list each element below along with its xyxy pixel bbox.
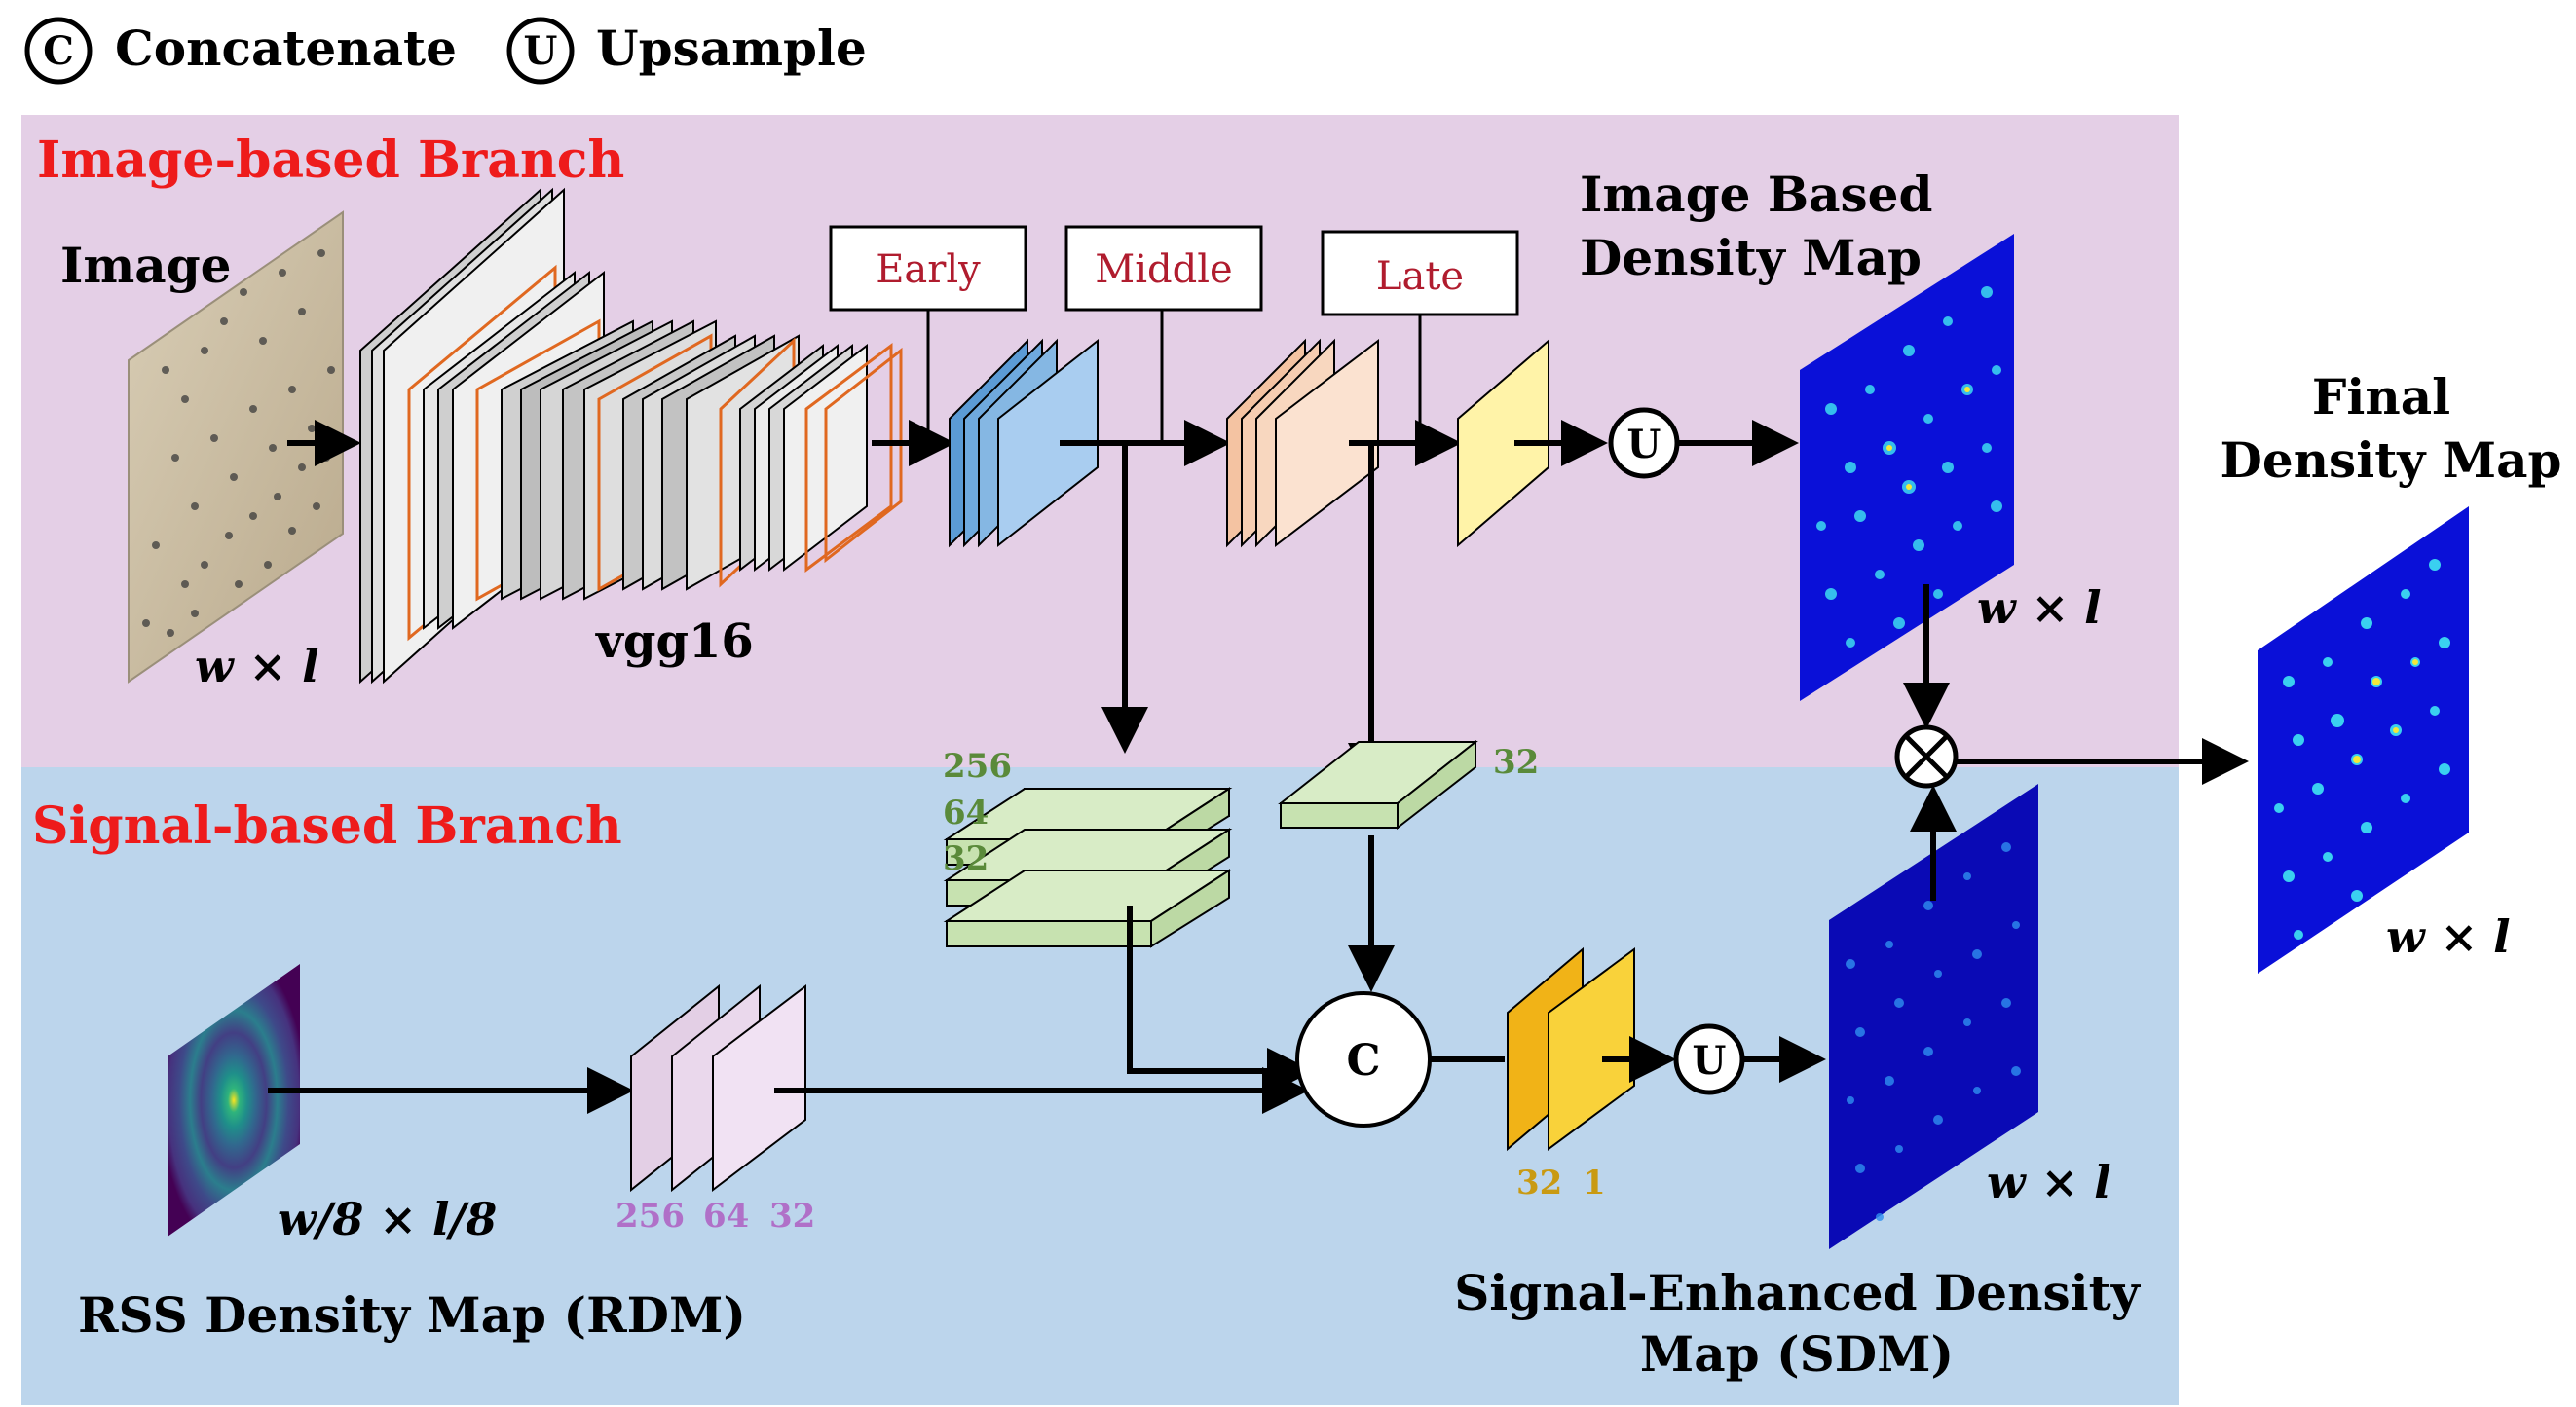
rdm-size: w/8 × l/8 (278, 1193, 497, 1245)
legend: C Concatenate U Upsample (24, 17, 867, 85)
vgg16-backbone (359, 187, 903, 685)
idm-size: w × l (1977, 581, 2102, 634)
input-crowd-image (128, 210, 344, 684)
rdm-label: RSS Density Map (RDM) (78, 1286, 746, 1344)
sdm-conv-block (1507, 946, 1635, 1152)
rdm-channel-64: 64 (703, 1197, 749, 1236)
concat-legend-icon (24, 17, 93, 85)
final-title-line2: Density Map (2221, 431, 2562, 489)
sdm-channel-1: 1 (1583, 1164, 1606, 1203)
concat-legend-symbol: C (43, 28, 74, 74)
concat-legend-label: Concatenate (115, 19, 457, 77)
signal-conv-block (630, 983, 806, 1193)
late-reduction-block (1278, 739, 1478, 831)
stage-late-label: Late (1376, 254, 1464, 299)
signal-enhanced-density-map (1829, 784, 2038, 1249)
upsample-legend-label: Upsample (596, 19, 867, 77)
upsample-legend-icon (506, 17, 575, 85)
upsample-node-image-symbol: U (1627, 422, 1661, 467)
stage-early-label: Early (876, 247, 981, 292)
late-channel-32: 32 (1493, 743, 1539, 782)
input-image-label: Image (60, 237, 231, 294)
sdm-channel-32: 32 (1516, 1164, 1562, 1203)
idm-title-line2: Density Map (1580, 229, 1922, 286)
signal-branch-title: Signal-based Branch (32, 796, 622, 856)
sdm-size: w × l (1987, 1156, 2111, 1208)
middle-to-concat-path (1127, 906, 1314, 1094)
stage-middle-box (1064, 225, 1263, 312)
concat-node-symbol: C (1346, 1036, 1380, 1086)
middle-channel-64: 64 (943, 794, 989, 833)
final-title-line1: Final (2312, 368, 2450, 426)
vgg-conv-group-4 (719, 337, 903, 588)
rss-density-map (168, 964, 300, 1237)
early-feature-block (949, 338, 1099, 548)
upsample-legend-symbol: U (524, 28, 558, 74)
input-image-size: w × l (195, 640, 319, 692)
upsample-node-signal-symbol: U (1693, 1038, 1727, 1084)
final-density-map (2258, 506, 2469, 974)
rdm-channel-256: 256 (616, 1197, 685, 1236)
final-size: w × l (2386, 910, 2511, 963)
middle-reduction-stack (943, 787, 1233, 948)
late-feature-block (1457, 338, 1549, 548)
sdm-title-line2: Map (SDM) (1640, 1325, 1954, 1383)
vgg16-label: vgg16 (595, 614, 754, 669)
rdm-channel-32: 32 (769, 1197, 815, 1236)
stage-middle-label: Middle (1095, 247, 1232, 292)
middle-channel-32: 32 (943, 839, 989, 878)
middle-channel-256: 256 (943, 747, 1012, 786)
middle-feature-block (1226, 338, 1379, 548)
sdm-title-line1: Signal-Enhanced Density (1454, 1264, 2142, 1321)
idm-title-line1: Image Based (1580, 166, 1932, 223)
multiply-x-b (1904, 734, 1949, 779)
image-density-map (1800, 234, 2014, 701)
image-branch-title: Image-based Branch (37, 130, 624, 190)
